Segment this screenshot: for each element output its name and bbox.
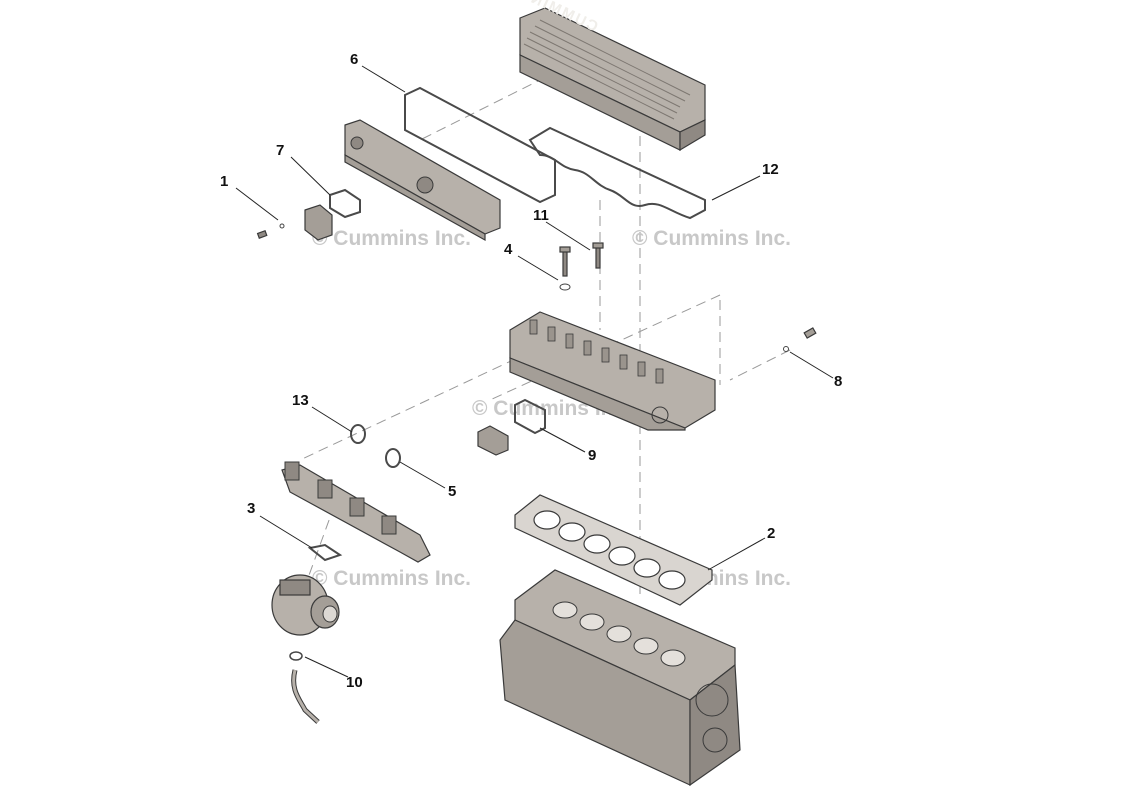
callout-8: 8 [834, 373, 842, 390]
watermark-1: © Cummins Inc. [312, 227, 471, 250]
part-12-rocker-gasket [528, 126, 706, 220]
part-6-cover-gasket [404, 86, 556, 204]
callout-12: 12 [762, 161, 779, 178]
callout-6: 6 [350, 51, 358, 68]
cylinder-head [509, 311, 716, 431]
part-7-small-gasket [329, 188, 361, 219]
callout-13: 13 [292, 392, 309, 409]
part-8-bolt [783, 327, 817, 352]
part-5-gasket [385, 448, 401, 468]
engine-block [499, 569, 741, 787]
callout-7: 7 [276, 142, 284, 159]
callout-4: 4 [504, 241, 513, 258]
leader-lines [235, 65, 834, 678]
callout-3: 3 [247, 500, 255, 517]
part-11-bolt [592, 242, 604, 269]
callout-2: 2 [767, 525, 775, 542]
part-4-stud [559, 246, 571, 291]
callout-10: 10 [346, 674, 363, 691]
callout-5: 5 [448, 483, 456, 500]
watermark-4: © Cummins Inc. [312, 567, 471, 590]
callout-11: 11 [533, 207, 549, 224]
part-10-drain-tube [289, 651, 320, 724]
watermark-2: © Cummins Inc. [632, 227, 791, 250]
exhaust-manifold [281, 461, 431, 563]
callouts: 1 2 3 4 5 6 7 8 9 10 11 12 13 [220, 51, 842, 691]
part-9-plate-gasket [477, 398, 546, 456]
part-1-bolt [256, 223, 285, 239]
small-bracket [304, 204, 333, 241]
part-13-gasket [350, 424, 366, 444]
callout-9: 9 [588, 447, 596, 464]
part-3-gasket [307, 543, 343, 562]
turbocharger [271, 574, 340, 636]
valve-cover: CUMMINS [516, 0, 706, 152]
callout-1: 1 [220, 173, 228, 190]
part-2-head-gasket [514, 494, 713, 606]
side-cover-plate [344, 119, 501, 242]
